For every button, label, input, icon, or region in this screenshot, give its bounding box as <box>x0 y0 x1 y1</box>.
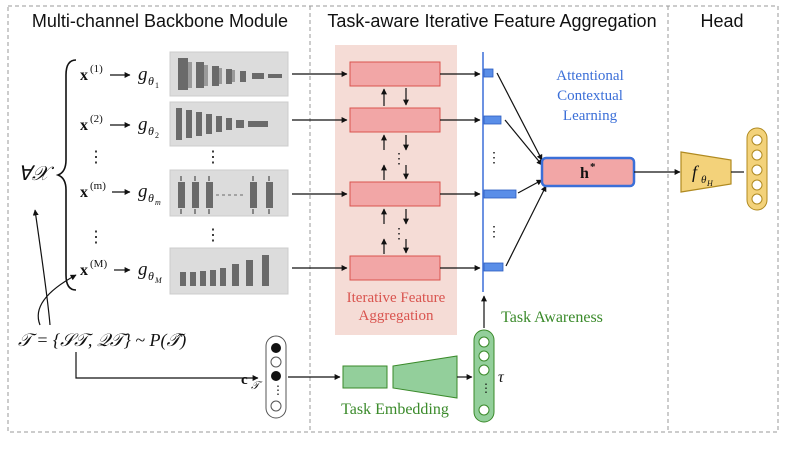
backbone-label-g2: g θ 2 <box>138 114 159 140</box>
task-embed-block-2 <box>392 355 458 399</box>
backbone-section-title: Multi-channel Backbone Module <box>32 11 288 31</box>
backbone-dots-2: ⋮ <box>205 227 221 244</box>
backbone-dots-1: ⋮ <box>205 149 221 166</box>
svg-text:m: m <box>155 198 161 207</box>
backbone-label-g1: g θ 1 <box>138 64 159 90</box>
task-embed-block-1 <box>342 365 388 389</box>
input-xm: x (m) <box>80 180 106 201</box>
input-x2: x (2) <box>80 113 103 134</box>
backbone-panel-M <box>169 247 289 295</box>
svg-text:g: g <box>138 114 148 135</box>
svg-text:g: g <box>138 64 148 85</box>
attention-label-line1: Attentional <box>556 68 624 84</box>
svg-text:x: x <box>80 117 88 134</box>
input-dots-1: ⋮ <box>88 149 104 166</box>
forall-x-label: ∀𝒳 <box>18 163 55 185</box>
task-embedding-label: Task Embedding <box>341 401 449 418</box>
svg-text:g: g <box>138 259 148 280</box>
c-t-label: c 𝒯 <box>241 372 263 392</box>
feature-bar-2 <box>483 115 502 125</box>
input-dots-2: ⋮ <box>88 229 104 246</box>
c-t-vector: ⋮ <box>265 335 287 419</box>
tau-vector: ⋮ <box>473 329 495 423</box>
svg-text:x: x <box>80 67 88 84</box>
agg-vertical-arrows <box>381 88 409 254</box>
curve-task-to-x <box>32 209 51 326</box>
head-label: f θ H <box>692 162 714 188</box>
svg-text:*: * <box>590 161 596 173</box>
svg-text:x: x <box>80 184 88 201</box>
svg-text:(m): (m) <box>90 180 106 192</box>
svg-text:θ: θ <box>148 191 154 205</box>
agg-block-2 <box>349 107 441 133</box>
svg-text:(2): (2) <box>90 113 103 125</box>
backbone-panel-2 <box>169 101 289 147</box>
feature-bar-m <box>483 189 517 199</box>
svg-text:2: 2 <box>155 131 159 140</box>
svg-text:θ: θ <box>148 124 154 138</box>
backbone-label-gm: g θ m <box>138 181 161 207</box>
svg-text:(M): (M) <box>90 258 107 270</box>
feature-bar-M <box>483 262 504 272</box>
agg-dots-1: ⋮ <box>392 152 406 167</box>
input-x1: x (1) <box>80 63 103 84</box>
agg-dots-2: ⋮ <box>392 227 406 242</box>
arrow-featM-to-h <box>505 185 547 267</box>
svg-text:x: x <box>80 262 88 279</box>
svg-text:(1): (1) <box>90 63 103 75</box>
backbone-panel-m <box>169 169 289 217</box>
svg-text:θ: θ <box>148 269 154 283</box>
svg-text:θ: θ <box>148 74 154 88</box>
svg-text:h: h <box>580 165 589 182</box>
task-awareness-label: Task Awareness <box>501 309 603 326</box>
arrow-feat1-to-h <box>496 72 543 161</box>
svg-text:θ: θ <box>701 174 707 186</box>
head-network <box>680 151 732 193</box>
arrow-task-to-embedding-path <box>75 352 259 381</box>
agg-block-1 <box>349 61 441 87</box>
feature-bar-1 <box>483 68 494 78</box>
input-xM: x (M) <box>80 258 107 279</box>
tau-label: τ <box>498 369 505 386</box>
agg-label-line1: Iterative Feature <box>347 290 446 306</box>
svg-text:𝒯: 𝒯 <box>251 380 263 392</box>
aggregation-section-title: Task-aware Iterative Feature Aggregation <box>327 11 656 31</box>
svg-text:1: 1 <box>155 81 159 90</box>
svg-text:⋮: ⋮ <box>480 381 492 395</box>
head-section-title: Head <box>700 11 743 31</box>
input-brace <box>55 59 77 291</box>
backbone-panel-1 <box>169 51 289 97</box>
h-star-label: h * <box>580 161 596 182</box>
task-formula: 𝒯 = {𝒮𝒯, 𝒬𝒯} ~ P(𝒯̂) <box>18 330 186 351</box>
feature-dots-2: ⋮ <box>487 225 501 240</box>
feature-dots-1: ⋮ <box>487 151 501 166</box>
svg-text:c: c <box>241 372 248 388</box>
agg-label-line2: Aggregation <box>359 308 434 324</box>
svg-text:f: f <box>692 162 700 182</box>
outer-frame <box>7 5 779 433</box>
svg-text:⋮: ⋮ <box>272 383 284 397</box>
arrow-feat2-to-h <box>504 119 543 166</box>
agg-block-m <box>349 181 441 207</box>
curve-task-to-xm <box>37 274 77 326</box>
backbone-label-gM: g θ M <box>138 259 163 285</box>
svg-text:g: g <box>138 181 148 202</box>
agg-block-M <box>349 255 441 281</box>
arrow-featm-to-h <box>517 179 543 194</box>
svg-text:H: H <box>706 179 714 188</box>
svg-text:M: M <box>154 276 163 285</box>
attention-label-line3: Learning <box>563 108 618 124</box>
output-nodes <box>746 127 768 211</box>
attention-label-line2: Contextual <box>557 88 623 104</box>
